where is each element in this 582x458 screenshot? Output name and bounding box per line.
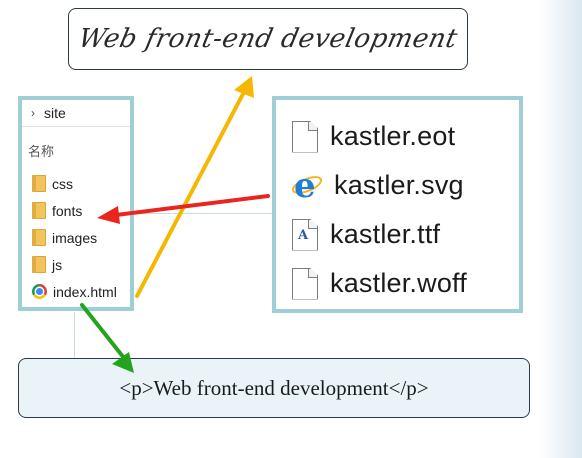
ie-icon: e bbox=[289, 166, 325, 206]
connector-line-horizontal bbox=[133, 213, 273, 214]
fonts-folder-panel: kastler.eot e kastler.svg A kastler.ttf … bbox=[272, 96, 523, 313]
file-explorer-panel: › site 名称 css fonts images js index.html bbox=[18, 96, 134, 311]
tree-item-index-html[interactable]: index.html bbox=[22, 278, 130, 305]
tree-item-label: fonts bbox=[52, 202, 83, 219]
folder-icon bbox=[32, 175, 46, 192]
tree-item-css[interactable]: css bbox=[22, 170, 130, 197]
folder-icon bbox=[32, 202, 46, 219]
chrome-icon bbox=[32, 284, 47, 299]
title-box: Web front-end development bbox=[68, 8, 468, 70]
file-item-eot[interactable]: kastler.eot bbox=[276, 112, 519, 161]
breadcrumb[interactable]: › site bbox=[22, 100, 130, 127]
arrowhead-to-fonts bbox=[97, 206, 120, 224]
background-edge-gradient bbox=[540, 0, 582, 458]
column-header-name[interactable]: 名称 bbox=[28, 144, 55, 159]
connector-line-vertical bbox=[74, 312, 75, 358]
tree-item-fonts[interactable]: fonts bbox=[22, 197, 130, 224]
breadcrumb-label: site bbox=[44, 105, 66, 121]
arrow-to-fonts bbox=[114, 194, 270, 217]
tree-item-label: images bbox=[52, 229, 98, 246]
folder-icon bbox=[32, 256, 46, 273]
document-icon bbox=[292, 120, 318, 153]
code-snippet-bar: <p>Web front-end development</p> bbox=[18, 358, 530, 418]
file-item-ttf[interactable]: A kastler.ttf bbox=[276, 210, 519, 259]
file-name: kastler.eot bbox=[330, 121, 456, 151]
file-name: kastler.woff bbox=[330, 268, 467, 298]
file-name: kastler.ttf bbox=[330, 219, 441, 249]
file-item-woff[interactable]: kastler.woff bbox=[276, 259, 519, 308]
file-item-svg[interactable]: e kastler.svg bbox=[276, 161, 519, 210]
arrow-to-title bbox=[135, 90, 246, 298]
arrowhead-to-code bbox=[112, 352, 134, 373]
tree-item-images[interactable]: images bbox=[22, 224, 130, 251]
arrow-to-code bbox=[80, 303, 126, 360]
folder-icon bbox=[32, 229, 46, 246]
font-file-icon: A bbox=[292, 218, 318, 251]
chevron-right-icon[interactable]: › bbox=[31, 106, 35, 120]
file-tree: css fonts images js index.html bbox=[22, 170, 130, 305]
arrowhead-to-title bbox=[234, 76, 254, 98]
code-snippet-text: <p>Web front-end development</p> bbox=[119, 375, 429, 400]
tree-item-js[interactable]: js bbox=[22, 251, 130, 278]
tree-item-label: index.html bbox=[53, 283, 117, 300]
tree-item-label: css bbox=[52, 175, 73, 192]
file-name: kastler.svg bbox=[334, 170, 464, 200]
tree-item-label: js bbox=[52, 256, 63, 273]
document-icon bbox=[292, 267, 318, 300]
